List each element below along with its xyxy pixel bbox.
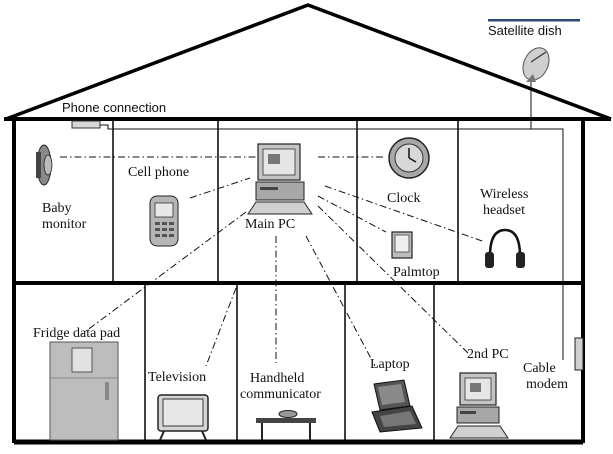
label-phone-connection: Phone connection [62,100,166,115]
television-icon [157,394,209,441]
link-television [205,287,237,367]
label-cell-phone: Cell phone [128,165,189,180]
second-pc-icon [449,372,509,439]
main-pc-icon [247,143,313,215]
laptop-icon [371,379,423,433]
label-handheld-2: communicator [240,387,321,402]
wireless-headset-icon [485,228,525,268]
palmtop-icon [391,231,413,259]
label-wireless-headset-1: Wireless [480,187,528,202]
cable-modem-icon [574,337,584,371]
cell-phone-icon [149,195,179,247]
satellite-dish-icon [488,19,580,82]
label-wireless-headset-2: headset [483,203,525,218]
baby-monitor-icon [36,144,53,186]
label-cable-modem-1: Cable [523,361,556,376]
label-baby-monitor-2: monitor [42,217,87,232]
label-main-pc: Main PC [245,217,295,232]
label-satellite-dish: Satellite dish [488,23,562,38]
link-palmtop [317,195,387,233]
link-cell-phone [189,177,251,199]
phone-connection-box-icon [71,120,101,129]
link-laptop [305,235,376,367]
label-second-pc: 2nd PC [467,347,509,362]
link-headset [324,185,486,243]
roof [5,3,612,121]
clock-icon [388,137,430,179]
label-cable-modem-2: modem [526,377,568,392]
label-handheld-1: Handheld [250,371,304,386]
house-structure [4,3,612,445]
handheld-communicator-icon [256,410,316,440]
label-laptop: Laptop [370,357,410,372]
label-baby-monitor-1: Baby [42,201,72,216]
link-fridge [81,211,247,335]
labels: Satellite dish Phone connection Baby mon… [33,23,568,402]
label-television: Television [148,370,206,385]
wireless-links [60,156,486,367]
label-fridge-data-pad: Fridge data pad [33,326,120,341]
fridge-icon [49,341,119,441]
link-second-pc [317,205,471,356]
label-palmtop: Palmtop [393,265,440,280]
label-clock: Clock [387,191,420,206]
